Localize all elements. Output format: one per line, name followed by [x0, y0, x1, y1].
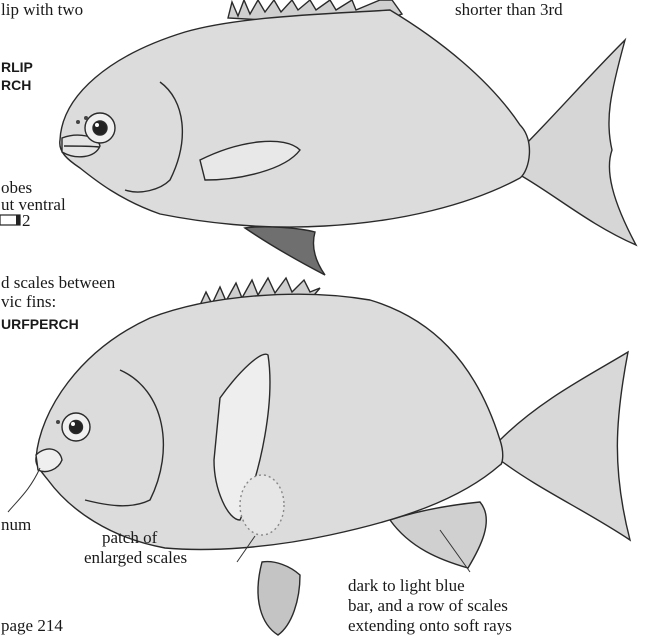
- enlarged-scales-patch: [240, 475, 284, 535]
- upper-body: [60, 10, 530, 227]
- upper-fish-drawing: [60, 0, 636, 275]
- ventral-note: ut ventral: [1, 195, 66, 215]
- upper-tail-fin: [520, 40, 636, 245]
- lip-note: lip with two: [1, 0, 83, 20]
- lower-fish-drawing: [36, 278, 630, 635]
- bar-note-line3: extending onto soft rays: [348, 616, 512, 636]
- bar-note-line2: bar, and a row of scales: [348, 596, 508, 616]
- page-reference: page 214: [1, 616, 63, 636]
- upper-species-name-line1: RLIP: [1, 59, 33, 76]
- upper-pelvic-fin: [245, 227, 325, 275]
- upper-species-name-line2: RCH: [1, 77, 31, 94]
- spine-note: shorter than 3rd: [455, 0, 563, 20]
- patch-note-line2: enlarged scales: [84, 548, 187, 568]
- lower-pelvic-fin: [258, 562, 300, 635]
- patch-note-line1: patch of: [102, 528, 157, 548]
- frenum-note: num: [1, 515, 31, 535]
- lower-tail-fin: [500, 352, 630, 540]
- scales-note-line1: d scales between: [1, 273, 115, 293]
- frenum-leader-line: [8, 468, 40, 512]
- scales-note-line2: vic fins:: [1, 292, 56, 312]
- bar-note-line1: dark to light blue: [348, 576, 465, 596]
- lower-species-name: URFPERCH: [1, 316, 79, 333]
- ventral-scale-number: 2: [22, 211, 31, 231]
